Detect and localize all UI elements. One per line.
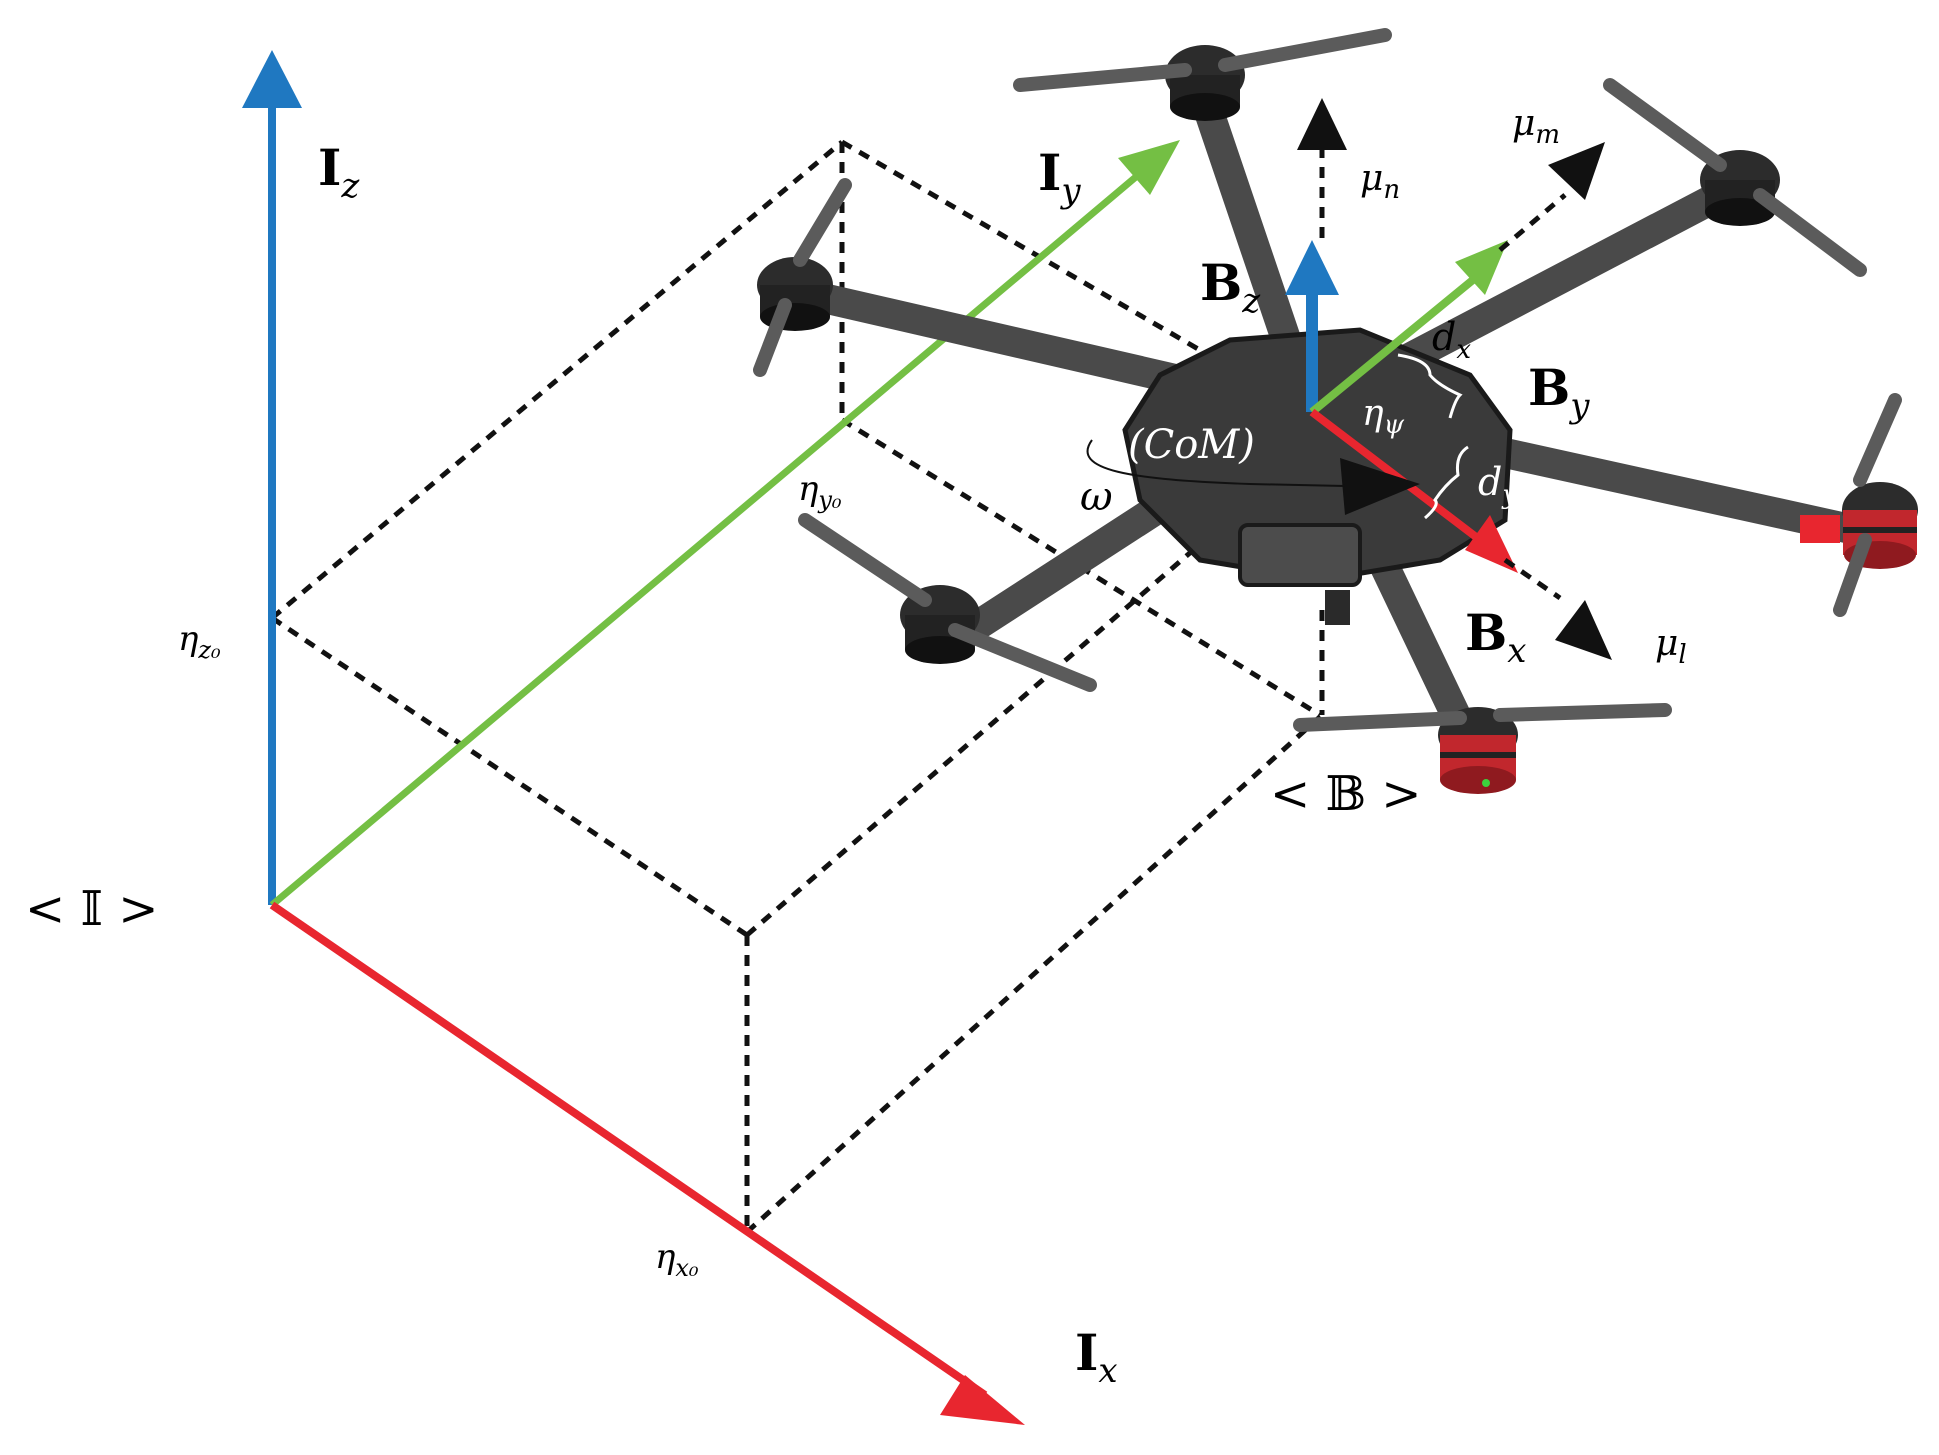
offset-z-label: ηz₀ (178, 619, 221, 664)
moment-m-label: μm (1512, 103, 1560, 150)
com-label: (CoM) (1128, 422, 1255, 468)
moment-axes (1086, 98, 1612, 660)
inertial-y-arrowhead (1118, 140, 1180, 195)
dx-label: dx (1432, 315, 1471, 365)
inertial-y-label: Iy (1038, 143, 1081, 211)
moment-n-label: μn (1360, 158, 1400, 205)
body-y-arrowhead (1455, 240, 1508, 295)
body-z-arrowhead (1285, 240, 1339, 295)
moment-l-label: μl (1655, 623, 1687, 670)
body-axes (1285, 240, 1518, 573)
moment-m-arrowhead (1548, 142, 1605, 200)
landing-mount (1325, 590, 1350, 625)
offset-y-label: ηy₀ (798, 469, 842, 514)
motor-left (753, 178, 852, 377)
body-x-label: Bx (1465, 603, 1526, 671)
inertial-y-axis (269, 162, 1153, 908)
motor-lower-left (798, 513, 1097, 692)
inertial-frame-label: < 𝕀 > (25, 881, 158, 937)
hexacopter (753, 28, 1918, 794)
body-y-axis (1309, 266, 1488, 416)
moment-m-axis (1498, 193, 1567, 252)
motor-top (1013, 28, 1392, 121)
moment-n-arrowhead (1297, 98, 1347, 150)
offset-x-label: ηx₀ (655, 1237, 699, 1282)
body-x-axis (1309, 408, 1483, 544)
moment-l-arrowhead (1555, 600, 1612, 660)
dy-label: dy (1478, 460, 1517, 510)
omega-arrowhead (1340, 458, 1420, 515)
body-z-label: Bz (1200, 253, 1261, 321)
inertial-z-label: Iz (318, 138, 360, 206)
motor-upper-right (1603, 78, 1867, 277)
omega-label: ω (1080, 474, 1113, 520)
body-frame-label: < 𝔹 > (1270, 766, 1422, 822)
inertial-axes (242, 50, 1180, 1425)
omega-curve (1086, 439, 1346, 487)
body-x-arrowhead (1465, 515, 1518, 573)
yaw-label: ηψ (1362, 393, 1405, 440)
motor-right (1800, 393, 1918, 617)
inertial-z-arrowhead (242, 50, 302, 108)
dx-brace (1397, 353, 1463, 419)
body-y-label: By (1528, 358, 1590, 426)
dy-brace (1424, 445, 1469, 520)
battery-pack (1238, 523, 1362, 587)
motor-bottom (1293, 703, 1672, 794)
moment-l-axis (1503, 557, 1562, 601)
inertial-x-axis (269, 901, 988, 1399)
inertial-x-label: Ix (1075, 1323, 1118, 1391)
inertial-x-arrowhead (940, 1375, 1025, 1425)
